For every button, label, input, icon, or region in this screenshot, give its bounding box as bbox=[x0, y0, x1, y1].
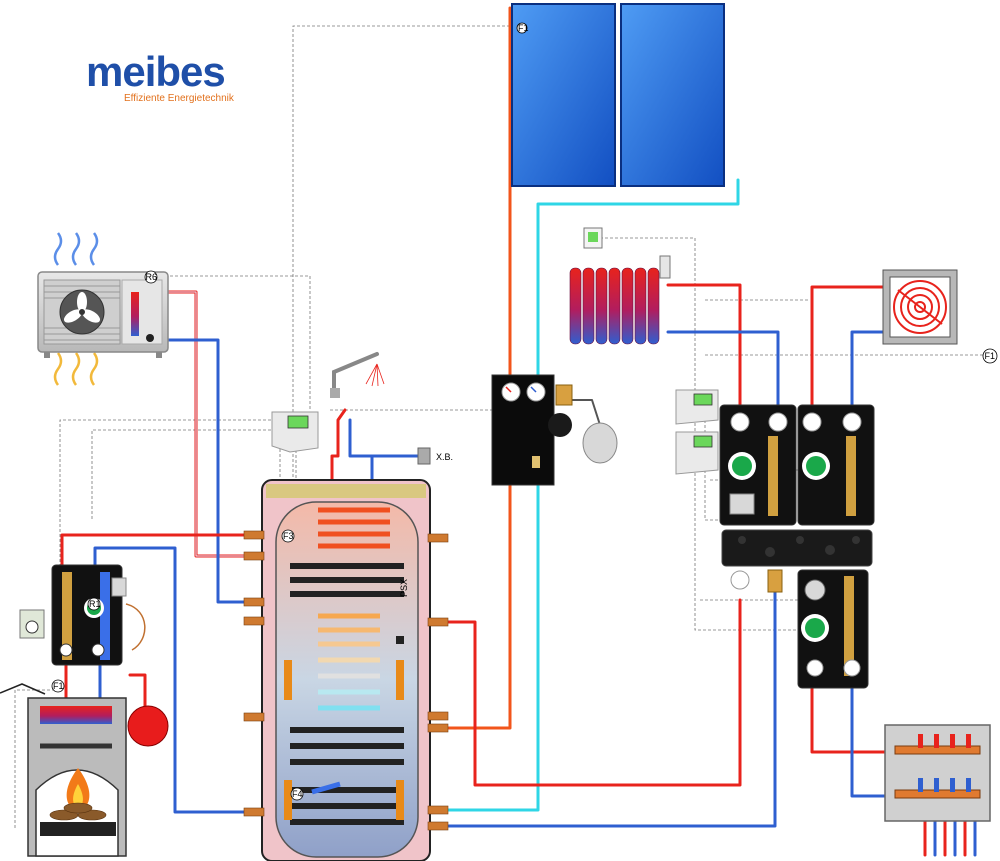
tank-sleeves bbox=[284, 660, 404, 820]
fan-coil-unit bbox=[882, 269, 958, 345]
collector-sensor-label: F1 bbox=[518, 23, 529, 33]
heat-pump-sensor-label: R6 bbox=[146, 272, 158, 282]
underfloor-manifold bbox=[884, 724, 991, 822]
tank-bottom-sensor-label: F4 bbox=[292, 789, 303, 799]
flame-icon bbox=[66, 768, 90, 812]
wood-boiler: F1 bbox=[0, 679, 127, 857]
heating-controller-2 bbox=[675, 431, 719, 475]
heat-wave-icon bbox=[53, 232, 99, 266]
cold-water-label: X.B. bbox=[436, 452, 453, 462]
solar-collector-array: F1 bbox=[511, 3, 725, 187]
heating-circuit-sensor-label: F1 bbox=[985, 351, 996, 361]
tank-model-label: PSX bbox=[399, 579, 409, 597]
boiler-expansion-vessel bbox=[127, 705, 169, 747]
boiler-pump-group: R1 bbox=[51, 564, 146, 666]
lower-heat-exchanger bbox=[290, 727, 404, 825]
tank-ports bbox=[243, 530, 449, 831]
solar-expansion-vessel bbox=[582, 422, 618, 464]
storage-tank: PSX F3 F4 bbox=[243, 479, 449, 861]
hot-water-tap bbox=[330, 352, 385, 398]
heating-pump-group-1 bbox=[719, 404, 797, 526]
middle-solar-coil bbox=[318, 613, 380, 711]
fan-icon bbox=[63, 292, 101, 323]
radiator bbox=[569, 255, 671, 345]
fan-grille-icon bbox=[893, 280, 947, 334]
upper-heat-exchanger bbox=[290, 563, 404, 597]
brand-name: meibes bbox=[86, 48, 226, 95]
heat-pump-unit: R6 bbox=[37, 232, 169, 386]
room-thermostat bbox=[583, 227, 603, 249]
top-heat-coil bbox=[318, 507, 390, 549]
firewood-icon bbox=[49, 802, 107, 821]
heating-circuit-sensor: F1 bbox=[982, 348, 998, 364]
solar-pump-station bbox=[491, 374, 573, 486]
boiler-timer bbox=[19, 609, 45, 639]
pipes bbox=[60, 6, 977, 857]
boiler-sensor-label: R1 bbox=[89, 599, 101, 609]
heating-controller-1 bbox=[675, 389, 719, 425]
mixing-pump-group bbox=[797, 569, 869, 689]
heating-pump-group-2 bbox=[797, 404, 875, 526]
boiler-flow-sensor-label: F1 bbox=[53, 681, 64, 691]
cold-water-valve: X.B. bbox=[417, 447, 453, 465]
brand-tagline: Effiziente Energietechnik bbox=[124, 93, 234, 104]
tank-controller bbox=[271, 411, 319, 453]
warm-air-icon bbox=[53, 352, 99, 386]
distribution-manifold bbox=[721, 529, 873, 567]
return-gauges bbox=[730, 569, 783, 593]
brand-logo: meibes Effiziente Energietechnik bbox=[86, 48, 246, 105]
tank-top-sensor-label: F3 bbox=[283, 531, 294, 541]
collector-sensor-marker bbox=[516, 22, 528, 34]
